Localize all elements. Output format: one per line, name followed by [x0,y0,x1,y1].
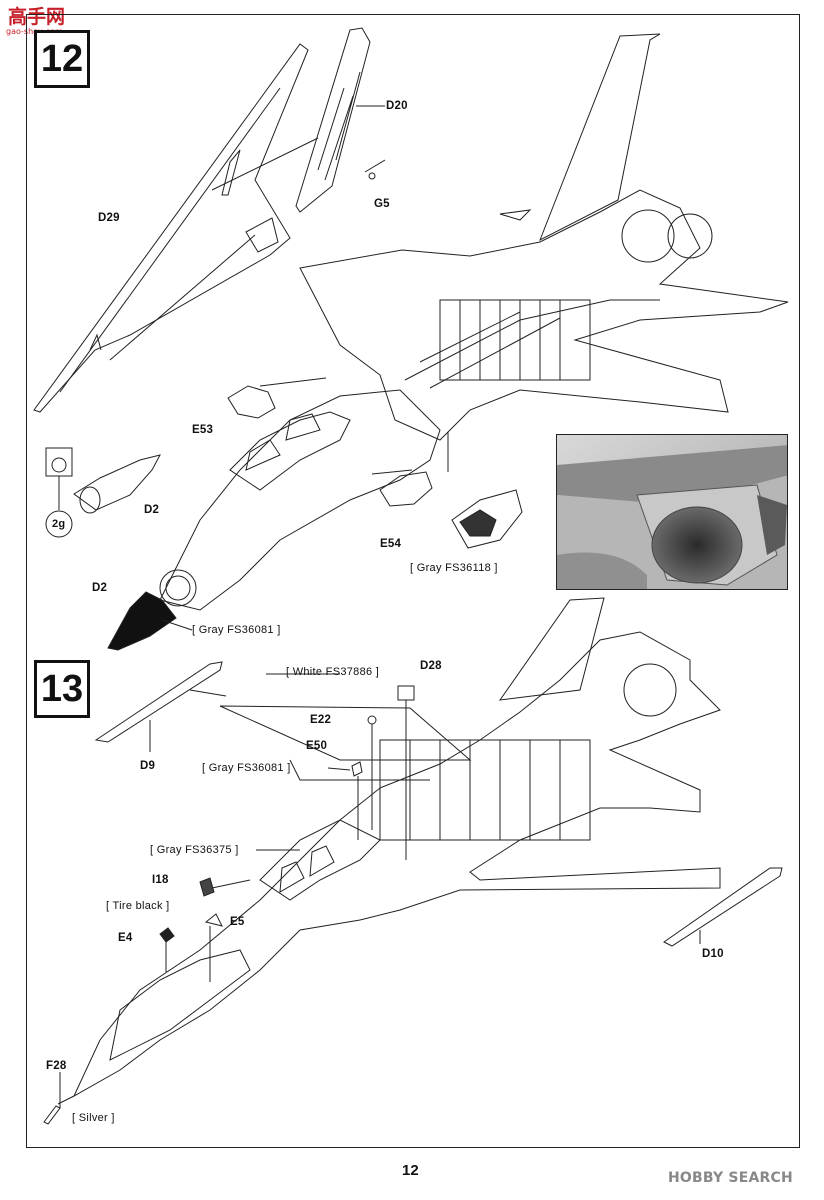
label-e4: E4 [118,932,133,944]
page-frame [26,14,800,1148]
label-e54: E54 [380,538,402,550]
label-d2-cone: D2 [144,504,160,516]
aircraft-13 [57,597,721,1105]
part-e53 [227,385,276,419]
reference-photo [556,434,788,590]
pitot-f28 [43,1105,61,1125]
photo-image [557,435,787,589]
nose-cone-d2 [73,454,161,511]
label-d28: D28 [420,660,442,672]
step-12-number: 12 [40,37,84,80]
weight-ball [45,510,73,538]
step-13-box: 13 [34,660,90,718]
label-d29: D29 [98,212,120,224]
radome-d2 [107,591,177,651]
label-d20: D20 [386,100,408,112]
forward-fuselage-12 [159,389,441,611]
color-white-37886: [ White FS37886 ] [286,666,380,678]
watermark-hobbysearch: HOBBY SEARCH [668,1168,793,1188]
label-e5: E5 [230,916,245,928]
label-f28: F28 [46,1060,67,1072]
page-number: 12 [402,1162,419,1179]
label-weight: 2g [52,518,66,530]
pylon-d10 [663,867,783,947]
part-i18 [199,877,215,897]
part-e50 [351,761,363,777]
part-e54 [379,471,433,507]
label-e50: E50 [306,740,328,752]
label-e22: E22 [310,714,332,726]
step-12-box: 12 [34,30,90,88]
fuselage-upper-12 [299,33,789,441]
part-e5 [204,913,223,927]
label-d9: D9 [140,760,156,772]
label-d10: D10 [702,948,724,960]
intake-part [451,489,523,549]
step-13-number: 13 [40,667,84,710]
color-silver: [ Silver ] [72,1112,115,1124]
part-e22 [367,715,377,725]
color-tire-black: [ Tire black ] [106,900,170,912]
leader-line [211,137,319,191]
label-i18: I18 [152,874,169,886]
watermark-text: 高手网 [8,6,66,28]
label-g5: G5 [374,198,390,210]
color-gray-36081-13: [ Gray FS36081 ] [202,762,291,774]
rudder-d20 [295,27,371,213]
part-g5 [368,172,376,180]
color-gray-36375: [ Gray FS36375 ] [150,844,239,856]
part-e4 [159,927,175,943]
watermark-hobbysearch-text: HOBBY SEARCH [668,1170,793,1186]
label-e53: E53 [192,424,214,436]
pylon-d9 [94,661,223,743]
tail-fin-d29 [33,43,309,413]
part-d28 [397,685,415,701]
color-gray-36118: [ Gray FS36118 ] [410,562,498,574]
label-d2-nose: D2 [92,582,108,594]
color-gray-36081-12: [ Gray FS36081 ] [192,624,281,636]
